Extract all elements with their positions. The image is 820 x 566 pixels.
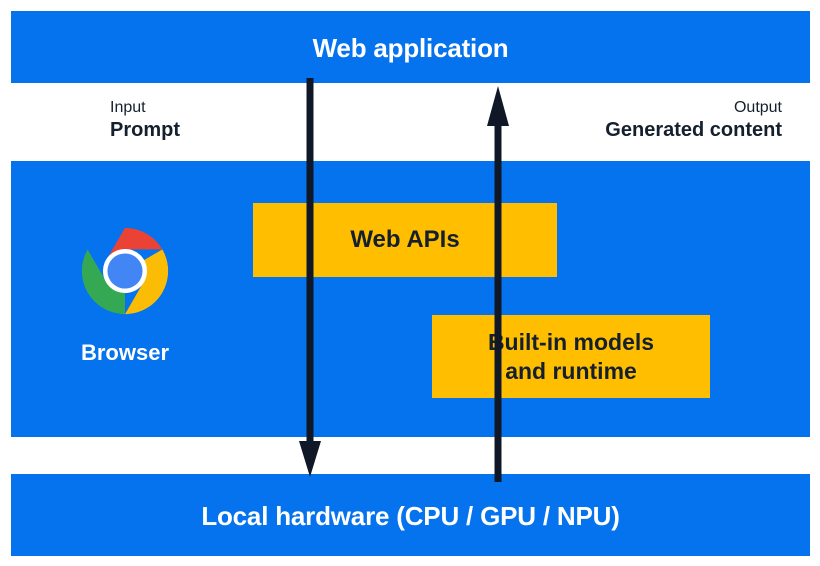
- built-in-models-box-line-2: and runtime: [505, 357, 637, 384]
- built-in-models-box: Built-in models and runtime: [432, 315, 710, 398]
- web-apis-box-label: Web APIs: [350, 226, 460, 254]
- input-flow-label: Input Prompt: [110, 98, 180, 142]
- chrome-logo-icon: [81, 227, 169, 315]
- built-in-models-box-label: Built-in models and runtime: [488, 328, 654, 384]
- local-hardware-band: Local hardware (CPU / GPU / NPU): [11, 474, 810, 556]
- input-value-label: Prompt: [110, 118, 180, 141]
- web-application-label: Web application: [312, 33, 509, 63]
- local-hardware-label: Local hardware (CPU / GPU / NPU): [201, 501, 620, 531]
- browser-label: Browser: [80, 340, 170, 365]
- built-in-models-box-line-1: Built-in models: [487, 329, 655, 356]
- web-application-band: Web application: [11, 11, 810, 83]
- arrow-up-icon: [487, 86, 509, 482]
- output-value-label: Generated content: [605, 118, 782, 141]
- output-flow-label: Output Generated content: [605, 98, 782, 142]
- output-kind-label: Output: [733, 99, 782, 116]
- input-kind-label: Input: [110, 99, 146, 116]
- web-apis-box: Web APIs: [253, 203, 557, 277]
- arrow-down-icon: [299, 78, 321, 477]
